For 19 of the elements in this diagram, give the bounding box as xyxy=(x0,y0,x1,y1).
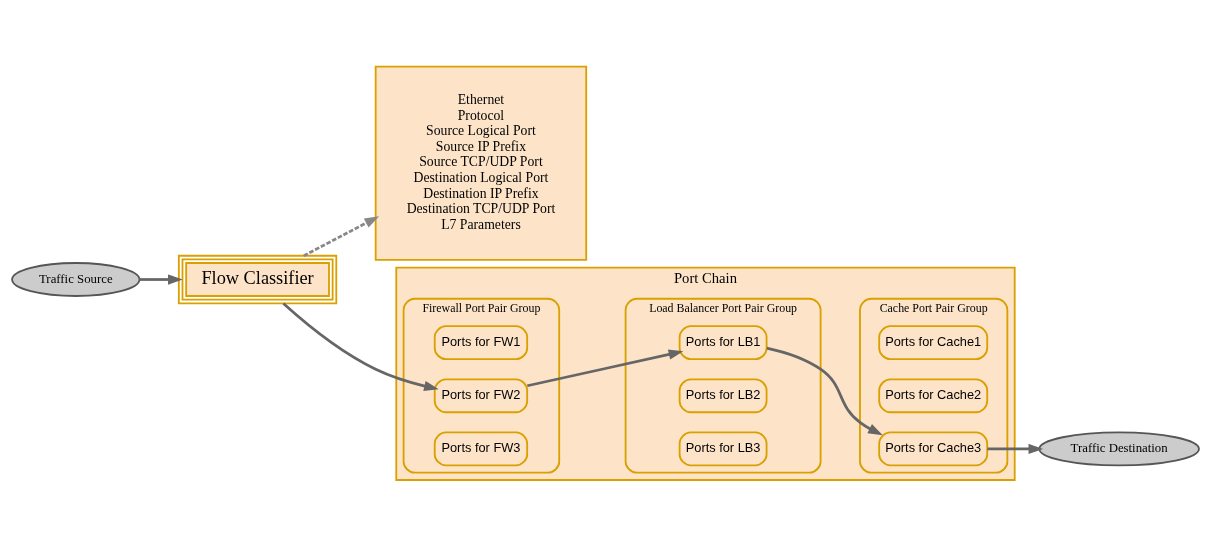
arrow xyxy=(303,216,380,257)
node-box: Ports for FW1 xyxy=(433,325,529,361)
node-box: Ports for Cache1 xyxy=(878,325,989,361)
node-box: Ports for FW3 xyxy=(433,431,529,467)
node-box: Flow Classifier xyxy=(177,254,338,305)
node-box: Ports for LB1 xyxy=(678,325,768,361)
node-box: Ports for LB2 xyxy=(678,378,768,414)
node-box: Ports for Cache2 xyxy=(878,378,989,414)
arrow xyxy=(527,349,684,388)
arrow xyxy=(282,302,439,392)
node-ellipse: Traffic Source xyxy=(11,262,141,297)
arrow xyxy=(987,443,1044,455)
arrow xyxy=(139,274,183,285)
arrow xyxy=(766,346,883,436)
node-ellipse: Traffic Destination xyxy=(1038,431,1200,467)
node-box: Ports for FW2 xyxy=(433,378,529,414)
node-box: Ports for LB3 xyxy=(678,431,768,467)
node-box: Ethernet Protocol Source Logical Port Source IP Prefix Source TCP/UDP Port Destination Logical Port Destination IP Prefix Destination TCP/UDP Port L7 Parameters xyxy=(374,65,588,261)
node-box: Ports for Cache3 xyxy=(878,431,989,467)
